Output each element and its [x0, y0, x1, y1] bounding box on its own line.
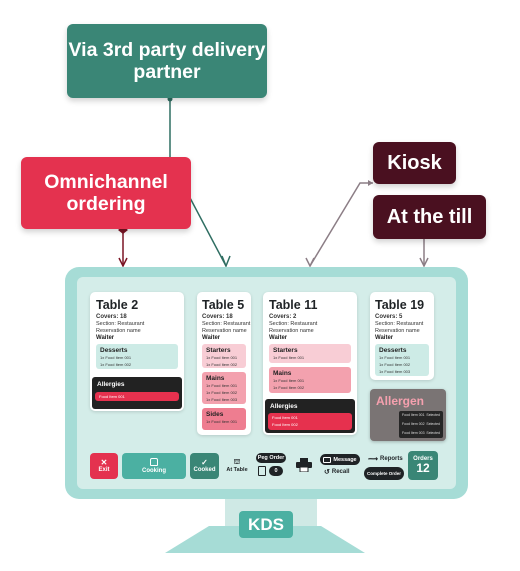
check-icon: ✓ — [201, 458, 208, 467]
exit-button[interactable]: ✕ Exit — [90, 453, 118, 479]
complete-order-button[interactable]: Complete Order — [364, 467, 404, 480]
connector-kiosk — [309, 182, 373, 267]
section-starters: Starters 1x Food Item 001 — [269, 344, 351, 363]
cooked-button[interactable]: ✓ Cooked — [190, 453, 219, 479]
message-button[interactable]: Message — [320, 454, 360, 465]
waiter-icon: ⛫ — [233, 459, 241, 466]
section-mains: Mains 1x Food Item 001 1x Food Item 002 … — [202, 372, 246, 404]
peg-counter: 0 — [258, 466, 283, 476]
callout-till: At the till — [373, 195, 486, 239]
callout-kiosk: Kiosk — [373, 142, 456, 184]
card-waiter: Waiter — [96, 335, 115, 341]
card-waiter: Waiter — [269, 335, 288, 341]
section-sides: Sides 1x Food Item 001 — [202, 408, 246, 430]
allergy-row: Food Item 001 Food Item 002 — [268, 413, 352, 430]
card-title: Table 19 — [375, 298, 425, 312]
kds-label: KDS — [239, 511, 293, 538]
close-icon: ✕ — [100, 458, 108, 467]
callout-delivery: Via 3rd party delivery partner — [67, 24, 267, 98]
recall-button[interactable]: ↺ Recall — [324, 469, 350, 476]
allergy-row: Food Item 001 — [95, 392, 179, 401]
peg-order-button[interactable]: Peg Order — [256, 453, 286, 463]
allergen-title: Allergen — [376, 394, 425, 408]
section-starters: Starters 1x Food Item 001 1x Food Item 0… — [202, 344, 246, 368]
reports-button[interactable]: ⟿ Reports — [368, 456, 403, 463]
orders-counter[interactable]: Orders 12 — [408, 451, 438, 480]
recall-icon: ↺ — [324, 469, 330, 476]
callout-omnichannel: Omnichannel ordering — [21, 157, 191, 229]
cooking-button[interactable]: Cooking — [122, 453, 186, 479]
card-waiter: Waiter — [202, 335, 221, 341]
card-title: Table 11 — [269, 298, 318, 312]
chef-hat-icon — [150, 458, 158, 466]
message-icon — [323, 456, 332, 463]
section-desserts: Desserts 1x Food Item 001 1x Food Item 0… — [96, 344, 178, 369]
allergies-panel: Allergies Food Item 001 Food Item 002 — [265, 399, 355, 433]
receipt-icon — [258, 466, 266, 476]
allergen-panel: Allergen Food Item 001 Selected Food Ite… — [370, 389, 446, 441]
print-button[interactable] — [296, 458, 312, 473]
card-title: Table 5 — [202, 298, 245, 312]
allergies-panel: Allergies Food Item 001 — [92, 377, 182, 409]
printer-icon — [296, 458, 312, 473]
allergen-list: Food Item 001 Selected Food Item 002 Sel… — [399, 411, 443, 438]
card-waiter: Waiter — [375, 335, 394, 341]
section-mains: Mains 1x Food Item 001 1x Food Item 002 — [269, 367, 351, 393]
chart-icon: ⟿ — [368, 456, 379, 463]
at-table-button[interactable]: ⛫ At Table — [226, 459, 248, 473]
section-desserts: Desserts 1x Food Item 001 1x Food Item 0… — [375, 344, 429, 376]
card-title: Table 2 — [96, 298, 139, 312]
